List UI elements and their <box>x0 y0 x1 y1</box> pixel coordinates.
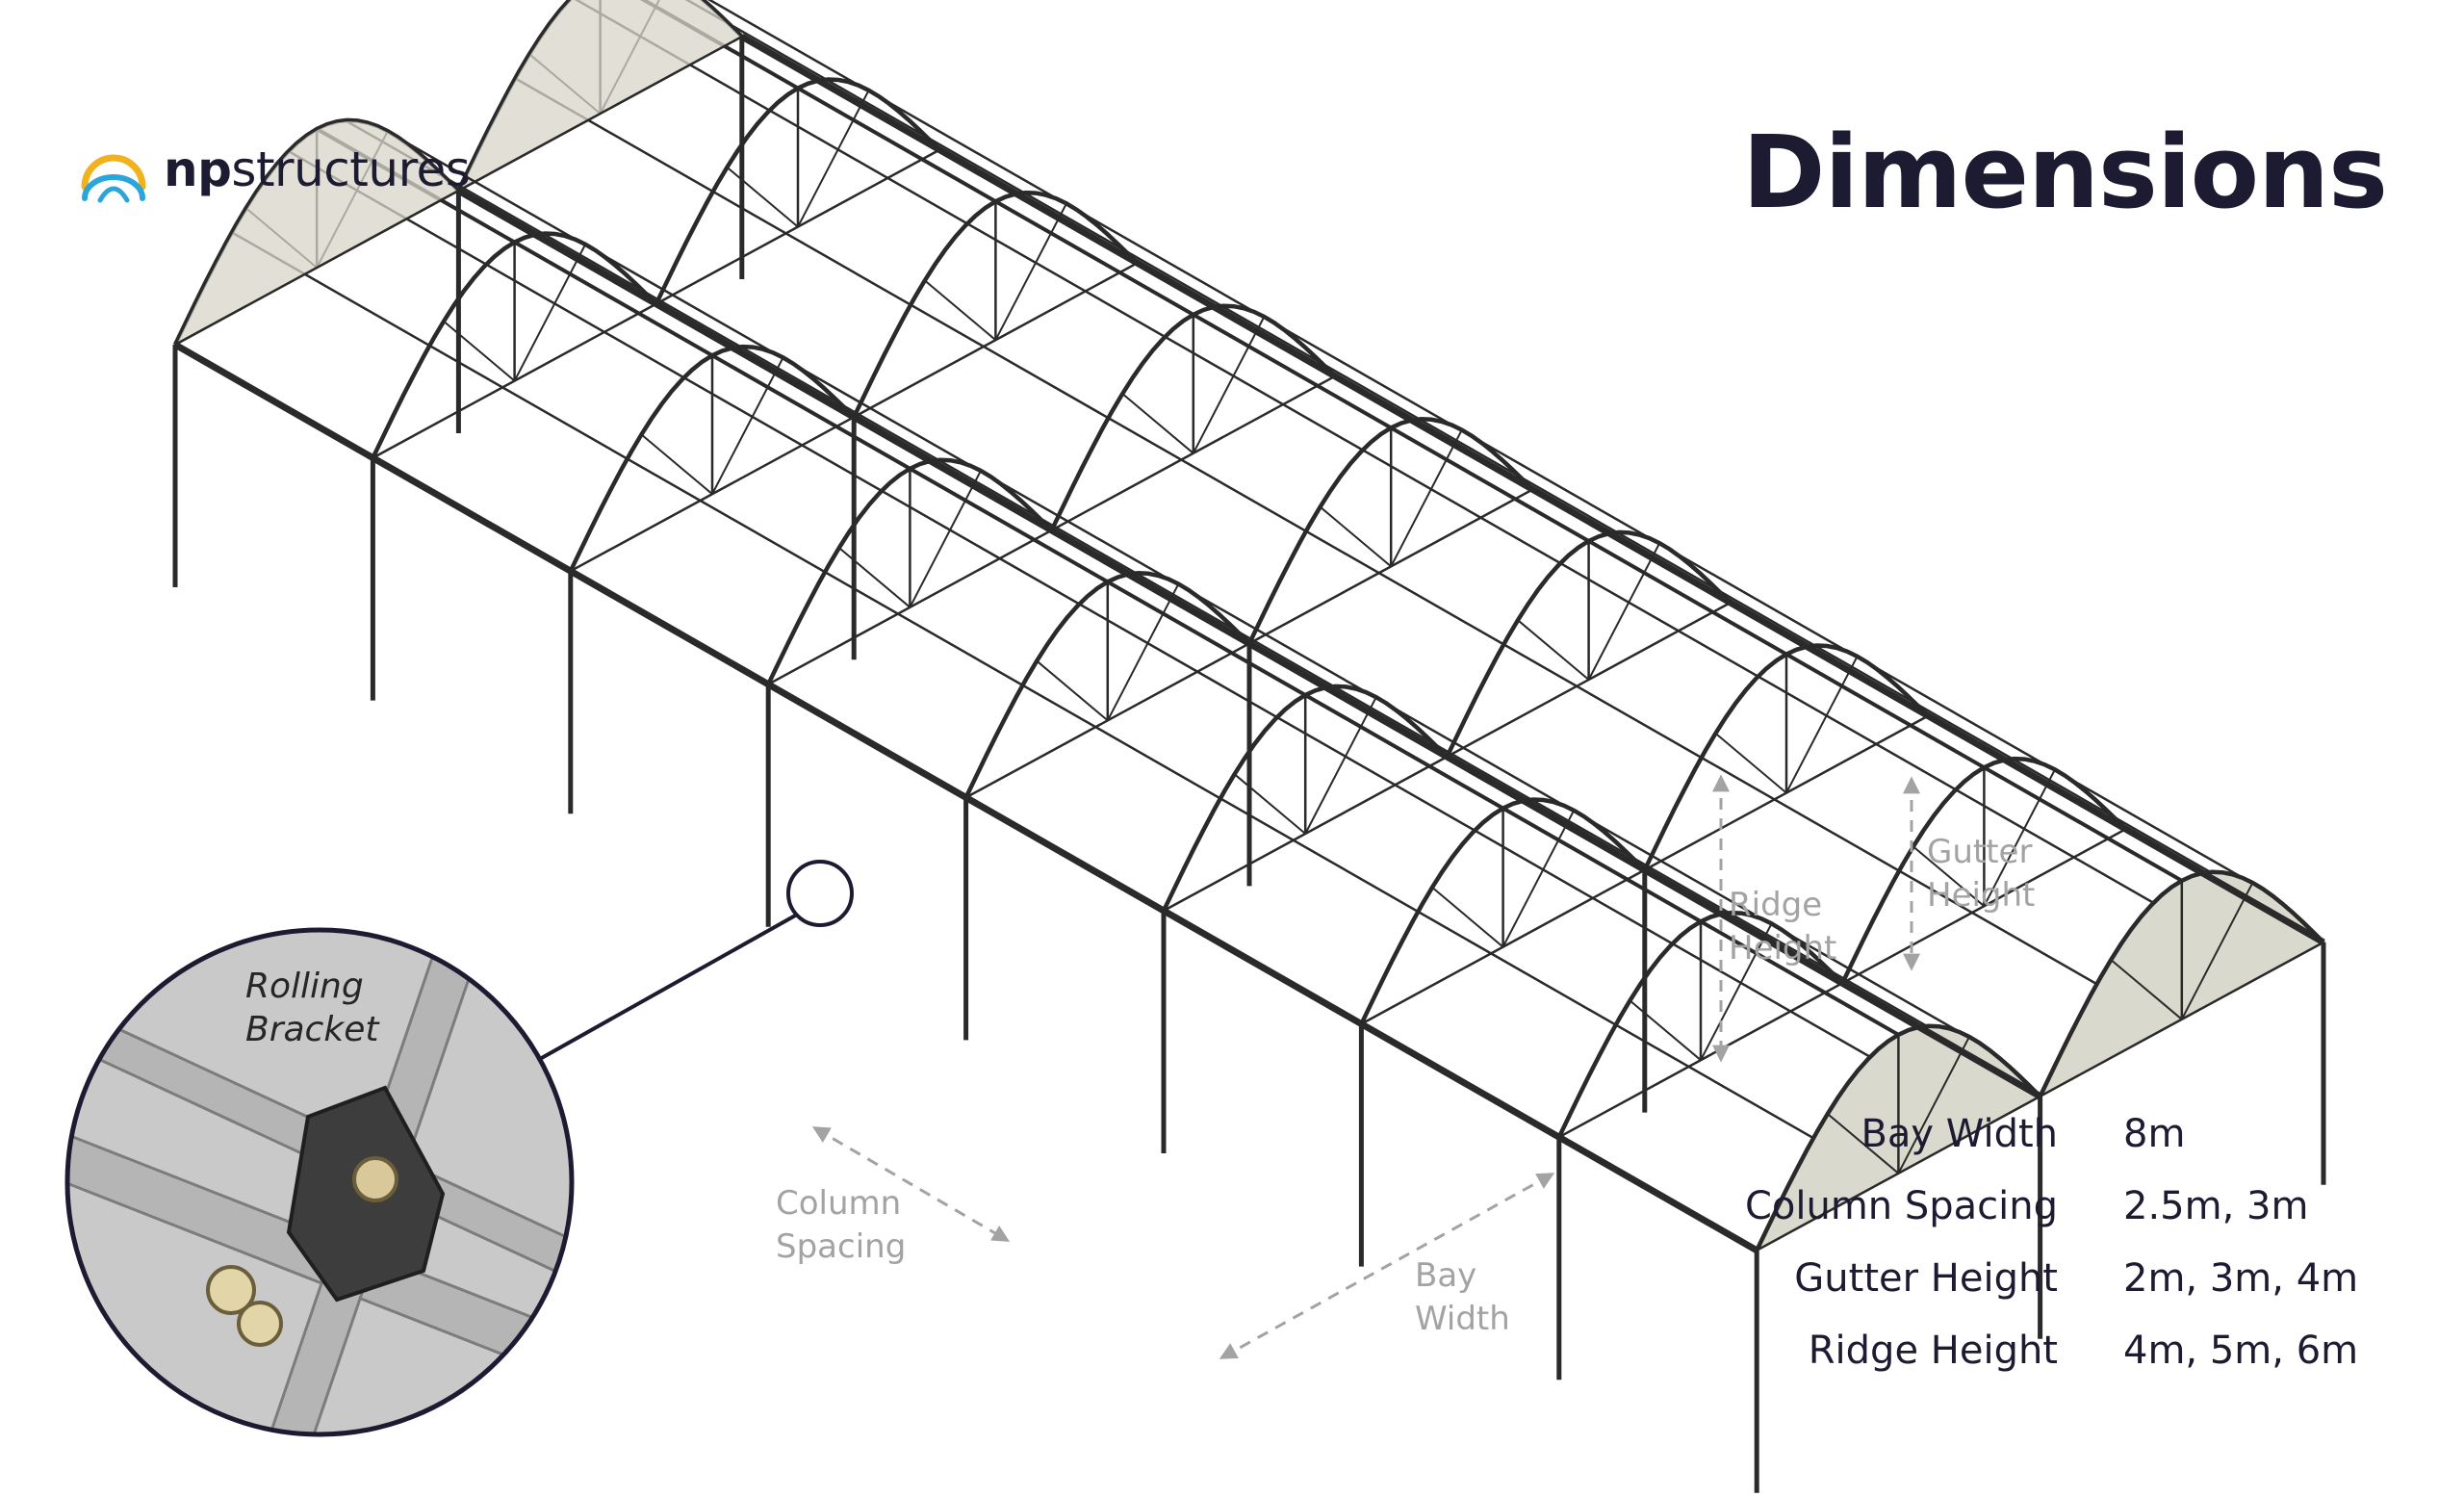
rolling-bracket-inset <box>64 860 854 1437</box>
gutter-height-callout-line2: Height <box>1927 876 2036 915</box>
dimension-row: Gutter Height 2m, 3m, 4m <box>1694 1242 2358 1314</box>
dimension-label: Column Spacing <box>1744 1183 2058 1228</box>
dimension-row: Ridge Height 4m, 5m, 6m <box>1694 1314 2358 1386</box>
truss-brace <box>1827 1113 1900 1174</box>
greenhouse-bay <box>455 0 2325 1099</box>
rolling-bracket-label-line1: Rolling <box>245 967 364 1006</box>
greenhouse-bay <box>172 117 2042 1253</box>
truss-brace <box>1912 845 1986 907</box>
page-title: Dimensions <box>1742 114 2388 231</box>
truss-brace <box>1983 768 2056 907</box>
column-group <box>172 37 2326 1493</box>
truss-brace <box>909 470 982 608</box>
dimension-value: 2.5m, 3m <box>2123 1183 2309 1228</box>
gutter <box>740 33 2325 945</box>
dimension-arrow-icon <box>811 1126 1011 1242</box>
bracket-roller <box>206 1265 256 1315</box>
column-spacing-callout-line1: Column <box>776 1184 902 1223</box>
truss-brace <box>640 433 713 495</box>
truss-brace <box>726 167 799 228</box>
truss-brace <box>1517 619 1590 681</box>
truss-brace <box>1192 316 1266 454</box>
column-spacing-callout: Column Spacing <box>776 1182 906 1269</box>
inset-border <box>64 927 575 1437</box>
gutter-height-callout: Gutter Height <box>1927 831 2035 917</box>
bracket-bearing <box>352 1156 398 1202</box>
brand-name: npstructures <box>164 142 471 197</box>
gutter-height-callout-line1: Gutter <box>1927 833 2033 871</box>
truss-brace <box>1304 696 1377 835</box>
truss-brace <box>443 321 516 382</box>
gable-cladding <box>172 118 461 348</box>
truss-brace <box>994 202 1067 341</box>
truss-brace <box>2180 882 2254 1020</box>
truss-brace <box>1502 810 1576 948</box>
ridge-height-callout: Ridge Height <box>1729 884 1836 970</box>
np-logo-icon <box>81 154 146 203</box>
truss-brace <box>1785 656 1859 794</box>
truss-brace <box>1587 542 1661 681</box>
truss-brace <box>1121 393 1194 454</box>
dimension-label: Bay Width <box>1861 1111 2058 1156</box>
truss-brace <box>797 90 870 228</box>
truss-brace <box>513 244 587 382</box>
truss-brace <box>1106 583 1180 721</box>
rolling-bracket-label-line2: Bracket <box>245 1010 379 1049</box>
column-spacing-callout-line2: Spacing <box>776 1227 907 1266</box>
dimensions-table: Bay Width 8m Column Spacing 2.5m, 3m Gut… <box>1694 1097 2358 1386</box>
bay-width-callout-line1: Bay <box>1415 1256 1477 1295</box>
rolling-bracket-label: Rolling Bracket <box>245 965 378 1051</box>
truss-brace <box>1714 733 1787 794</box>
dimension-value: 2m, 3m, 4m <box>2123 1255 2359 1301</box>
bracket-roller <box>237 1301 283 1347</box>
gable-cladding <box>455 0 744 194</box>
truss-brace <box>924 279 997 341</box>
inset-focus-circle <box>786 860 854 927</box>
truss-brace <box>1629 999 1702 1061</box>
dimension-lines <box>811 774 1920 1359</box>
truss-brace <box>2110 959 2183 1020</box>
inset-content <box>67 930 572 1434</box>
bay-width-callout-line2: Width <box>1415 1300 1510 1338</box>
truss-brace <box>1431 887 1504 948</box>
truss-brace <box>838 547 911 608</box>
dimension-value: 8m <box>2123 1111 2186 1156</box>
dimension-row: Column Spacing 2.5m, 3m <box>1694 1170 2358 1242</box>
truss-brace <box>1036 659 1109 722</box>
ridge-height-callout-line1: Ridge <box>1729 886 1823 924</box>
dimension-row: Bay Width 8m <box>1694 1097 2358 1170</box>
dimension-value: 4m, 5m, 6m <box>2123 1328 2359 1373</box>
brand-name-bold: np <box>164 142 232 197</box>
brand-name-rest: structures <box>231 142 471 197</box>
dimension-label: Ridge Height <box>1808 1328 2058 1373</box>
truss-brace <box>1233 773 1306 835</box>
greenhouse-structure <box>172 0 2326 1493</box>
truss-brace <box>711 356 784 495</box>
brand-logo: npstructures <box>79 131 471 208</box>
bay-width-callout: Bay Width <box>1415 1254 1510 1341</box>
inset-leader-line <box>530 913 798 1066</box>
dimension-arrow-icon <box>1219 1173 1555 1359</box>
dimension-label: Gutter Height <box>1794 1255 2058 1301</box>
ridge-height-callout-line2: Height <box>1729 929 1837 968</box>
truss-brace <box>1390 429 1463 567</box>
truss-brace <box>1319 505 1392 568</box>
truss-brace <box>1897 1036 1970 1174</box>
